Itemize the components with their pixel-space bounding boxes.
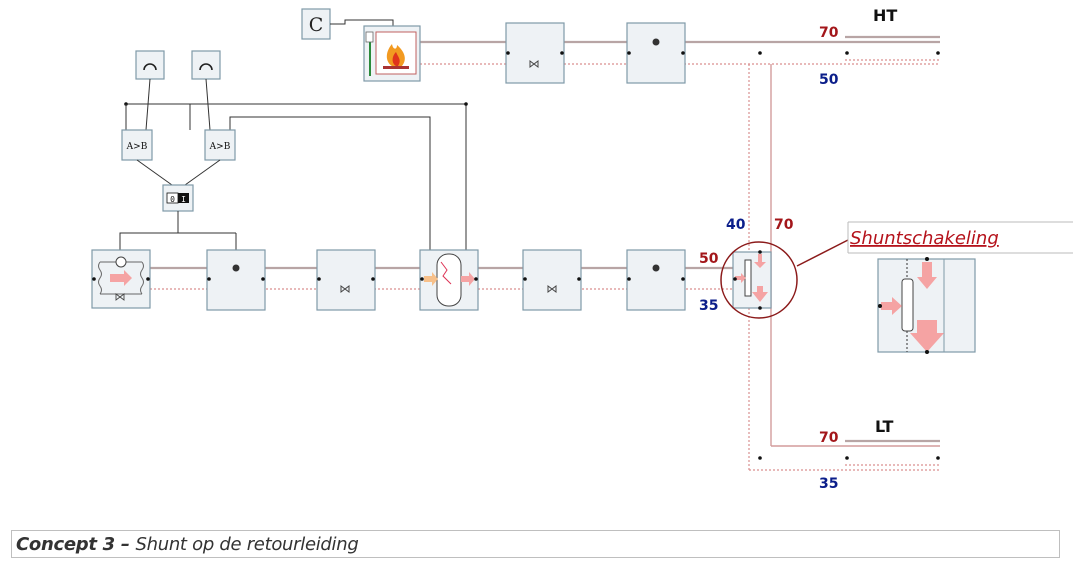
- caption-concept: Concept 3 –: [16, 534, 136, 555]
- switch-off-label: 0: [170, 195, 175, 204]
- valve-icon: [547, 285, 557, 293]
- shunt-in-cold-temp: 40: [726, 217, 746, 233]
- valve-unit-1[interactable]: [316, 249, 376, 311]
- valve-unit-2[interactable]: [522, 249, 582, 311]
- figure-caption: Concept 3 – Shunt op de retourleiding: [11, 530, 1060, 558]
- ht-supply-temp: 70: [819, 25, 839, 41]
- valve-icon: [529, 60, 539, 68]
- shunt-out-supply-temp: 50: [699, 251, 719, 267]
- shunt-out-return-temp: 35: [699, 298, 718, 314]
- heat-pump-icon: [98, 256, 144, 301]
- controller-c-label: C: [309, 14, 324, 36]
- shunt-detail: [877, 257, 976, 354]
- comparator-right-label: A>B: [209, 142, 231, 152]
- valve-icon: [340, 285, 350, 293]
- temperature-sensor-right[interactable]: [191, 50, 221, 80]
- ht-label: HT: [873, 6, 897, 25]
- temperature-sensor-icon: [199, 63, 213, 71]
- comparator-right[interactable]: A>B: [204, 129, 236, 161]
- temperature-sensor-icon: [143, 63, 157, 71]
- on-off-switch[interactable]: 0 I: [162, 184, 194, 212]
- comparator-left[interactable]: A>B: [121, 129, 153, 161]
- shunt-callout: Shuntschakeling: [847, 221, 1073, 254]
- pump-icon: [232, 264, 240, 272]
- boiler-flame-icon: [383, 44, 409, 69]
- main-pump-unit[interactable]: [206, 249, 266, 311]
- lt-circuit: [749, 439, 940, 471]
- switch-on-label: I: [181, 195, 186, 204]
- temperature-sensor-left[interactable]: [135, 50, 165, 80]
- shunt-callout-title: Shuntschakeling: [850, 228, 999, 249]
- pump-icon: [652, 264, 660, 272]
- heat-pump[interactable]: [91, 249, 151, 309]
- lt-return-temp: 35: [819, 476, 838, 492]
- controller-c[interactable]: C: [301, 8, 331, 40]
- ht-return-temp: 50: [819, 72, 839, 88]
- ht-pump-unit[interactable]: [626, 22, 686, 84]
- buffer-tank-icon: [424, 253, 475, 307]
- shunt-in-hot-temp: 70: [774, 217, 794, 233]
- hydraulic-diagram: C 70 50 HT 70 35 LT: [91, 6, 1073, 492]
- lt-label: LT: [875, 417, 894, 436]
- ht-valve-unit[interactable]: [505, 22, 565, 84]
- secondary-pump-unit[interactable]: [626, 249, 686, 311]
- lt-supply-temp: 70: [819, 430, 839, 446]
- shunt-highlight-circle: [720, 241, 798, 319]
- shunt-valve[interactable]: [732, 250, 772, 310]
- caption-description: Shunt op de retourleiding: [135, 534, 359, 555]
- boiler[interactable]: [363, 25, 421, 82]
- comparator-left-label: A>B: [126, 142, 148, 152]
- buffer-tank[interactable]: [419, 249, 479, 311]
- pump-icon: [652, 38, 660, 46]
